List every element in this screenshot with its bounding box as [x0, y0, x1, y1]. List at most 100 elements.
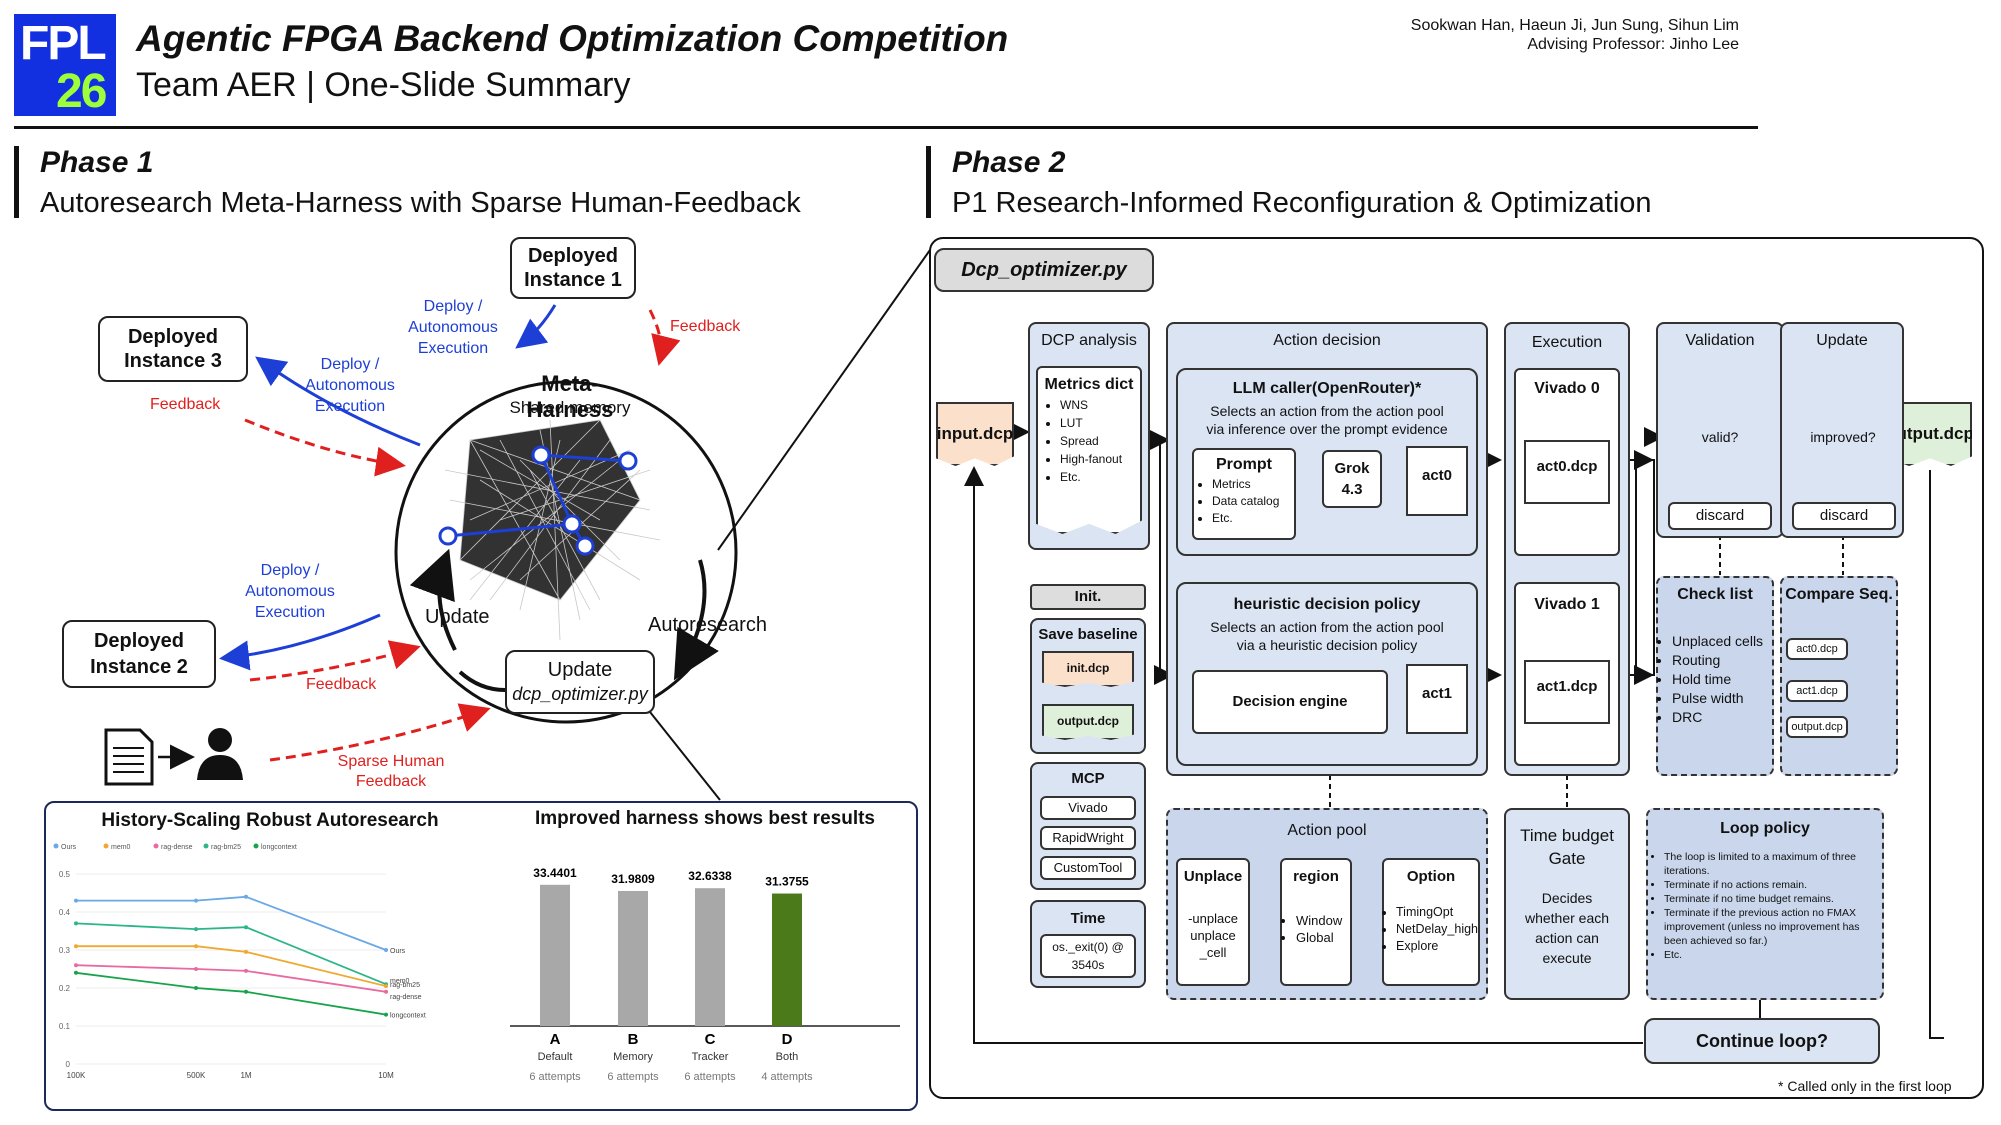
region-box [1280, 858, 1352, 986]
data-point [244, 925, 248, 930]
metric-item: LUT [1060, 414, 1122, 432]
region-item: Window [1296, 912, 1342, 929]
compare-seq-title: Compare Seq. [1785, 586, 1893, 603]
legend-marker [203, 843, 209, 849]
phase2-frame [929, 237, 1984, 1099]
legend-marker [153, 843, 159, 849]
dcp-optimizer-file: Dcp_optimizer.py [934, 248, 1154, 292]
check-item: Routing [1672, 651, 1763, 670]
grok-version: 4.3 [1341, 481, 1363, 498]
data-point [74, 970, 78, 975]
prompt-item: Etc. [1212, 510, 1279, 527]
unplace-item: _cell [1199, 945, 1227, 960]
legend-label: rag-bm25 [211, 844, 241, 851]
metrics-dict-title: Metrics dict [1044, 376, 1134, 393]
option-title: Option [1406, 868, 1456, 885]
mcp-title: MCP [1071, 770, 1105, 787]
metrics-dict-box [1036, 366, 1142, 534]
category-sublabel: Memory [613, 1051, 653, 1063]
data-point [194, 927, 198, 932]
option-box [1382, 858, 1480, 986]
results-panel [44, 801, 918, 1111]
dl2a: Deploy / [260, 562, 320, 579]
update-discard: discard [1792, 502, 1896, 530]
instance2-line2: Instance 2 [90, 656, 188, 678]
phase2-bar [926, 146, 931, 218]
grok-model-box: Grok 4.3 [1322, 450, 1382, 508]
y-tick-label: 0.1 [59, 1022, 71, 1031]
prompt-box [1192, 448, 1296, 540]
region-item: Global [1296, 929, 1342, 946]
save-baseline-title: Save baseline [1038, 626, 1138, 643]
logo-text-bottom: 26 [56, 65, 107, 118]
footnote: * Called only in the first loop [1778, 1078, 1952, 1094]
dcp-analysis-title: DCP analysis [1041, 332, 1137, 349]
loop-policy-box [1646, 808, 1884, 1000]
metric-item: Spread [1060, 432, 1122, 450]
time-val-2: 3540s [1071, 958, 1105, 972]
attempts-label: 6 attempts [684, 1071, 736, 1083]
check-item: Hold time [1672, 670, 1763, 689]
compare-act0: act0.dcp [1786, 638, 1848, 660]
legend-label: rag-dense [161, 844, 193, 851]
loop-rule: Terminate if no actions remain. [1664, 878, 1880, 892]
series-line-rag-dense [75, 964, 387, 993]
compare-seq-box [1780, 576, 1898, 776]
x-tick-label: 500K [187, 1071, 206, 1080]
act0-dcp-box: act0.dcp [1524, 440, 1610, 504]
phase1-bar [14, 146, 19, 218]
compare-act1: act1.dcp [1786, 680, 1848, 702]
dl3c: Execution [314, 398, 386, 415]
data-point [384, 1012, 388, 1017]
heuristic-title: heuristic decision policy [1233, 596, 1421, 613]
y-tick-label: 0.2 [59, 984, 71, 993]
y-tick-label: 0.4 [59, 908, 71, 917]
category-label: A [550, 1031, 561, 1048]
loop-policy-list: The loop is limited to a maximum of thre… [1652, 850, 1880, 962]
llm-caller-title: LLM caller(OpenRouter)* [1232, 380, 1422, 397]
time-val-1: os._exit(0) @ [1052, 940, 1124, 954]
grok-name: Grok [1334, 460, 1370, 477]
heur-desc-1: Selects an action from the action pool [1210, 619, 1444, 635]
memory-path [438, 445, 638, 556]
sf1: Sparse Human [337, 753, 445, 770]
valid-label: valid? [1701, 429, 1739, 445]
option-item: TimingOpt [1396, 904, 1478, 921]
page-subtitle: Team AER | One-Slide Summary [136, 66, 631, 104]
loop-policy-title: Loop policy [1720, 820, 1810, 837]
time-value: os._exit(0) @ 3540s [1040, 934, 1136, 978]
category-sublabel: Tracker [692, 1051, 729, 1063]
feedback-label-3: Feedback [150, 396, 221, 413]
data-point [194, 898, 198, 903]
bar-value-label: 32.6338 [688, 869, 732, 883]
tbd4: execute [1542, 950, 1592, 966]
bar-D [772, 893, 802, 1026]
logo-text-top: FPL [20, 17, 107, 70]
authors: Sookwan Han, Haeun Ji, Jun Sung, Sihun L… [1411, 16, 1739, 54]
update-cycle-arrow [409, 548, 457, 651]
heur-desc-2: via a heuristic decision policy [1236, 637, 1418, 653]
validation-discard: discard [1668, 502, 1772, 530]
update-title: Update [1816, 332, 1868, 349]
act0-box: act0 [1406, 446, 1468, 516]
category-label: C [705, 1031, 716, 1048]
bar-value-label: 33.4401 [533, 866, 577, 880]
data-point [74, 898, 78, 903]
bar-value-label: 31.3755 [765, 875, 809, 889]
continue-loop: Continue loop? [1644, 1018, 1880, 1064]
x-tick-label: 1M [240, 1071, 251, 1080]
end-label: longcontext [390, 1013, 426, 1020]
dl1a: Deploy / [423, 298, 483, 315]
instance1-line2: Instance 1 [524, 269, 622, 291]
meta-harness-title: Meta-Harness [526, 371, 614, 422]
dl1b: Autonomous [408, 319, 498, 336]
action-decision-title: Action decision [1273, 332, 1381, 349]
header-divider [14, 126, 1758, 129]
